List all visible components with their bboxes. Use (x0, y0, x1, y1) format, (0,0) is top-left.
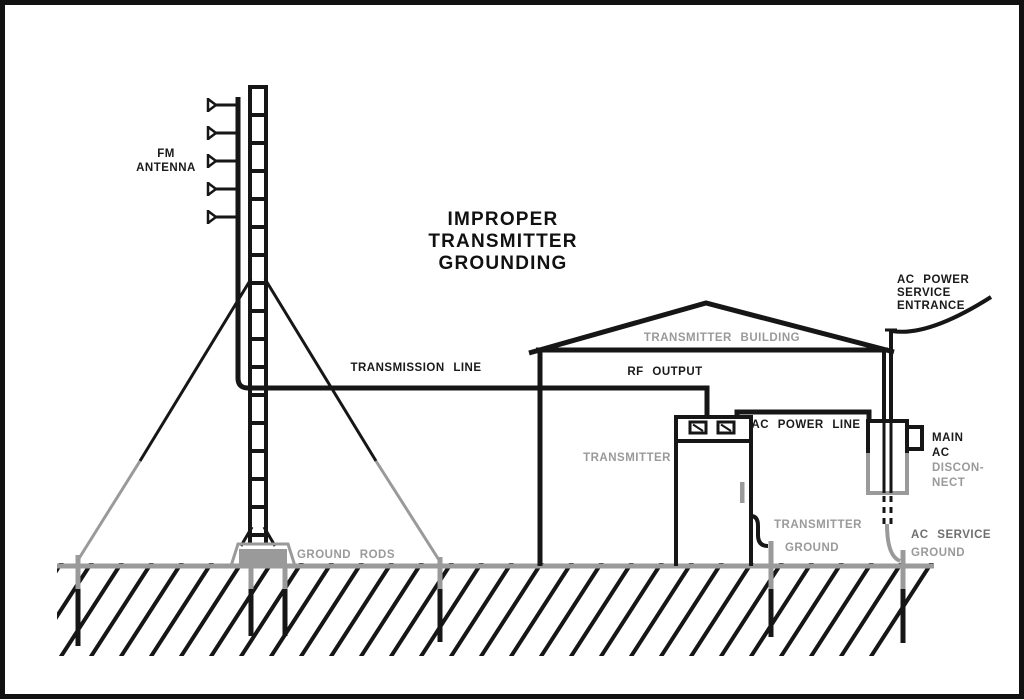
ac-service-entrance (885, 295, 993, 421)
ac-power-service-entrance-label: SERVICE (897, 287, 951, 299)
guy-anchor-ground-rods (75, 555, 443, 646)
transmitter-label: TRANSMITTER (583, 452, 671, 464)
diagram-title-line3: GROUNDING (438, 253, 567, 274)
diagram-title-line1: IMPROPER (448, 209, 559, 230)
main-ac-disconnect-label: MAIN (932, 432, 963, 444)
fm-antenna-label: FM (157, 148, 175, 160)
main-ac-disconnect-box (866, 419, 924, 563)
ac-power-service-entrance-label: ENTRANCE (897, 300, 965, 312)
power-drop-wire (891, 295, 993, 334)
ac-power-line-label: AC POWER LINE (751, 419, 860, 431)
fm-antenna-elements (206, 98, 238, 224)
meter-icon (716, 420, 736, 435)
transmitter-building (528, 300, 895, 566)
transmission-line-path (235, 97, 710, 419)
main-ac-disconnect-label: NECT (932, 477, 965, 489)
tower-footing (229, 542, 297, 636)
transmitter-ground-label: GROUND (785, 542, 839, 554)
transmitter-building-label: TRANSMITTER BUILDING (644, 332, 800, 344)
transmitter-cabinet (674, 415, 753, 566)
rf-output-label: RF OUTPUT (627, 366, 702, 378)
earth-hatching (57, 563, 940, 656)
transmission-line-label: TRANSMISSION LINE (350, 362, 481, 374)
diagram-title-line2: TRANSMITTER (428, 231, 577, 252)
antenna-tower (239, 85, 277, 547)
ac-service-ground-label: GROUND (911, 547, 965, 559)
ac-service-ground-label: AC SERVICE (911, 529, 991, 541)
fm-antenna-label: ANTENNA (136, 162, 196, 174)
main-ac-disconnect-label: AC (932, 447, 950, 459)
cabinet-door-handle (740, 482, 745, 503)
guy-wires (76, 278, 441, 561)
transmitter-ground-label: TRANSMITTER (774, 519, 862, 531)
tower-rungs (248, 85, 268, 537)
meter-icon (688, 420, 708, 435)
transmitter-ground-rod (750, 514, 774, 637)
ac-power-service-entrance-label: AC POWER (897, 274, 969, 286)
ac-power-line-wire (734, 409, 872, 421)
ground-rods-label: GROUND RODS (297, 549, 395, 561)
main-ac-disconnect-label: DISCON- (932, 462, 984, 474)
roof (528, 300, 895, 356)
